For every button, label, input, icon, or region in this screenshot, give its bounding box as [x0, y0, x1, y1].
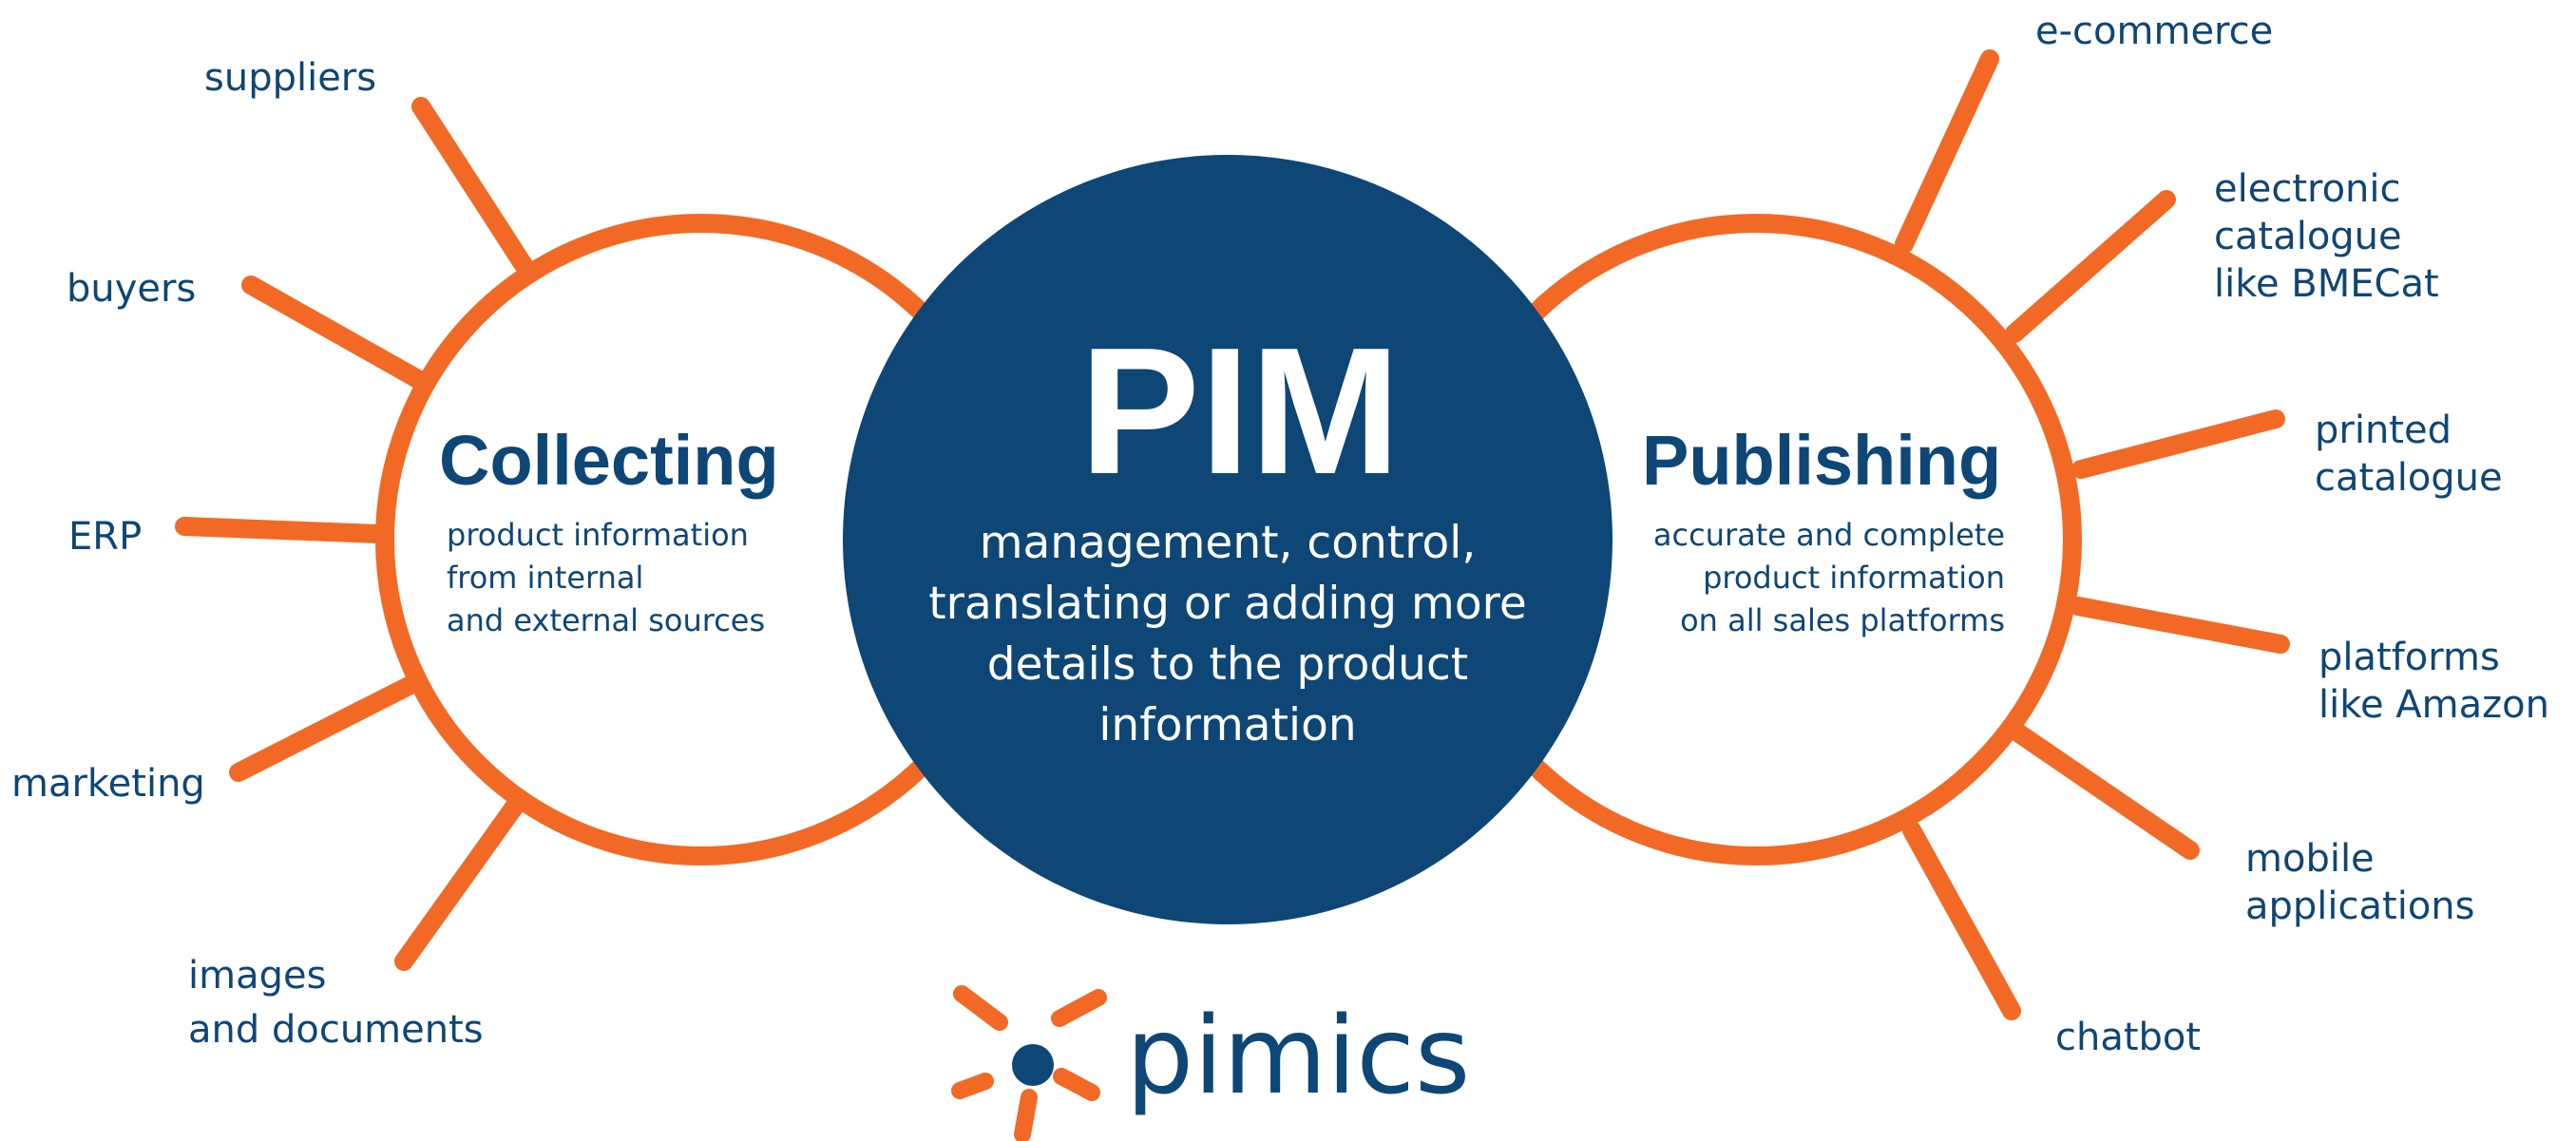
source-label-suppliers: suppliers	[204, 56, 376, 100]
spoke-images	[394, 795, 525, 971]
spoke-e-commerce	[1895, 49, 1999, 254]
collecting-spokes	[175, 97, 535, 971]
channel-label-mobile-applications: applications	[2245, 884, 2474, 928]
spoke-marketing	[229, 676, 418, 782]
publishing-description-line: on all sales platforms	[1680, 602, 2005, 638]
spoke-platforms	[2069, 597, 2290, 654]
publishing-title: Publishing	[1642, 421, 2001, 500]
spoke-buyers	[241, 276, 432, 391]
channel-label-chatbot: chatbot	[2055, 1016, 2201, 1059]
channel-label-electronic-catalogue: like BMECat	[2214, 262, 2439, 306]
channel-label-electronic-catalogue: electronic	[2214, 167, 2401, 211]
pim-description-line: management, control,	[980, 517, 1477, 569]
collecting-description-line: and external sources	[447, 602, 765, 638]
pim-title: PIM	[1079, 311, 1401, 512]
spoke-chatbot	[1902, 821, 2021, 1020]
channel-label-e-commerce: e-commerce	[2035, 10, 2273, 53]
publishing-description-line: product information	[1703, 560, 2005, 596]
spoke-suppliers	[411, 97, 535, 277]
pimics-logo: pimics	[951, 985, 1470, 1141]
source-label-erp: ERP	[68, 515, 142, 559]
pim-description-line: information	[1098, 699, 1356, 751]
channel-label-platforms: platforms	[2318, 636, 2500, 679]
spoke-printed-catalogue	[2071, 409, 2285, 479]
collecting-description: product information from internal and ex…	[447, 517, 765, 638]
collecting-title: Collecting	[439, 421, 779, 500]
collecting-description-line: product information	[447, 517, 749, 553]
channel-label-printed-catalogue: printed	[2315, 409, 2452, 452]
spoke-mobile-applications	[2010, 724, 2200, 860]
collecting-source-labels: suppliers buyers ERP marketing images an…	[11, 56, 484, 1052]
source-label-buyers: buyers	[67, 267, 196, 311]
pimics-logo-text: pimics	[1126, 995, 1470, 1118]
source-label-images: images	[188, 954, 326, 998]
pim-core-circle	[843, 155, 1612, 924]
channel-label-electronic-catalogue: catalogue	[2214, 215, 2402, 258]
publishing-description-line: accurate and complete	[1653, 517, 2005, 553]
source-label-images: and documents	[188, 1008, 484, 1052]
channel-label-printed-catalogue: catalogue	[2315, 456, 2503, 500]
pim-description-line: details to the product	[987, 638, 1469, 691]
channel-label-mobile-applications: mobile	[2245, 837, 2375, 881]
publishing-channel-labels: e-commerce electronic catalogue like BME…	[2035, 10, 2549, 1059]
pim-description: management, control, translating or addi…	[928, 517, 1527, 751]
pim-description-line: translating or adding more	[928, 578, 1527, 630]
sun-burst-logo-icon	[951, 985, 1107, 1141]
publishing-description: accurate and complete product informatio…	[1653, 517, 2005, 638]
collecting-description-line: from internal	[447, 560, 643, 596]
source-label-marketing: marketing	[11, 762, 205, 806]
publishing-spokes	[1895, 49, 2290, 1020]
spoke-electronic-catalogue	[2005, 190, 2176, 343]
channel-label-platforms: like Amazon	[2318, 683, 2549, 727]
spoke-erp	[175, 517, 388, 543]
